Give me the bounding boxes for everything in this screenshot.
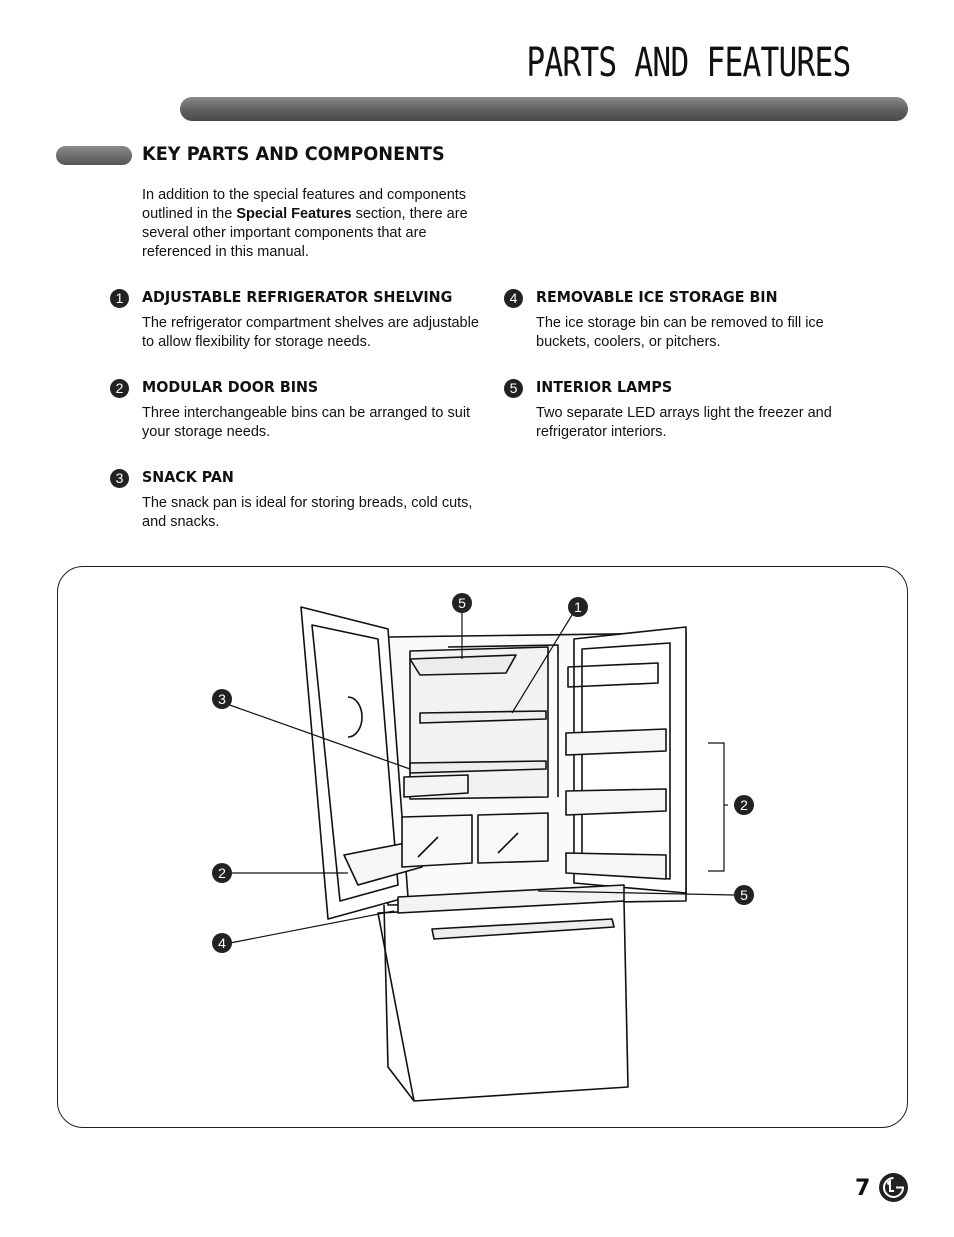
feature-number: 5 xyxy=(504,379,523,398)
feature-title: REMOVABLE ICE STORAGE BIN xyxy=(536,288,778,306)
section-pill xyxy=(56,146,132,165)
feature-title: ADJUSTABLE REFRIGERATOR SHELVING xyxy=(142,288,453,306)
feature-title: INTERIOR LAMPS xyxy=(536,378,673,396)
feature-description: The snack pan is ideal for storing bread… xyxy=(142,495,473,530)
svg-text:4: 4 xyxy=(218,935,226,951)
diagram-box: 5 1 3 2 5 2 4 xyxy=(57,566,908,1128)
svg-text:3: 3 xyxy=(218,691,226,707)
feature-description: The refrigerator compartment shelves are… xyxy=(142,315,479,350)
lg-logo-icon xyxy=(879,1173,908,1202)
title-bar xyxy=(180,97,908,121)
refrigerator-diagram: 5 1 3 2 5 2 4 xyxy=(212,593,754,1102)
intro-text-end: section, there are several other importa… xyxy=(142,206,468,260)
interior-lamp xyxy=(409,654,517,676)
feature-title: MODULAR DOOR BINS xyxy=(142,378,319,396)
intro-text: In addition to the special features and … xyxy=(142,187,467,222)
page-number: 7 xyxy=(855,1176,871,1201)
callout-door-bin-left: 2 xyxy=(212,863,232,883)
feature-number: 2 xyxy=(110,379,129,398)
page-title: PARTS AND FEATURES xyxy=(525,40,851,86)
cabinet-interior-right xyxy=(447,644,559,797)
intro-bold-text: Special Features xyxy=(236,206,352,222)
feature-description: Two separate LED arrays light the freeze… xyxy=(536,405,832,440)
shelf xyxy=(419,710,547,724)
svg-text:2: 2 xyxy=(218,865,226,881)
callout-door-bins-right: 2 xyxy=(734,795,754,815)
svg-text:1: 1 xyxy=(574,599,582,615)
intro-paragraph: In addition to the special features and … xyxy=(142,186,482,262)
callout-snack-pan: 3 xyxy=(212,689,232,709)
snack-pan xyxy=(403,774,469,798)
shelf xyxy=(409,760,547,774)
callout-lamp-top: 5 xyxy=(452,593,472,613)
feature-title: SNACK PAN xyxy=(142,468,234,486)
callout-lamp-bottom: 5 xyxy=(734,885,754,905)
freezer-handle xyxy=(431,918,615,940)
right-door-bin xyxy=(565,728,667,756)
svg-text:5: 5 xyxy=(740,887,748,903)
feature-number: 4 xyxy=(504,289,523,308)
right-door-bin xyxy=(565,852,667,880)
crisper-drawer xyxy=(401,814,473,868)
feature-description: Three interchangeable bins can be arrang… xyxy=(142,405,471,440)
right-door-bin xyxy=(565,788,667,816)
section-title: KEY PARTS AND COMPONENTS xyxy=(142,143,445,165)
svg-text:5: 5 xyxy=(458,595,466,611)
callout-shelving: 1 xyxy=(568,597,588,617)
callout-ice-bin: 4 xyxy=(212,933,232,953)
feature-number: 3 xyxy=(110,469,129,488)
feature-description: The ice storage bin can be removed to fi… xyxy=(536,315,824,350)
svg-text:2: 2 xyxy=(740,797,748,813)
feature-number: 1 xyxy=(110,289,129,308)
